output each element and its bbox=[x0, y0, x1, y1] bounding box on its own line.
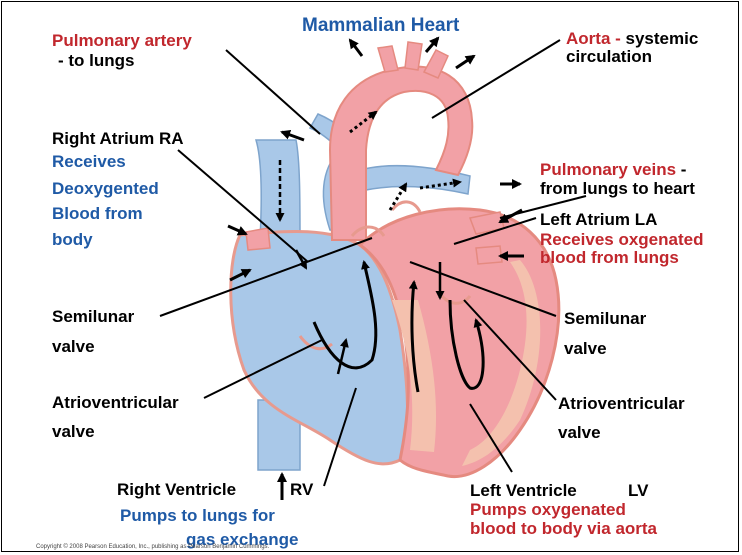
leader-pulmonary-artery bbox=[226, 50, 320, 134]
label-left-atrium: Left Atrium LA bbox=[540, 209, 657, 230]
copyright-text: Copyright © 2008 Pearson Education, Inc.… bbox=[36, 544, 269, 550]
arrow-in-left-upper bbox=[228, 226, 246, 234]
right-pulmonary-vein bbox=[246, 228, 270, 250]
label-atrio-left: Atrioventricular bbox=[52, 392, 179, 413]
label-pv-from: from lungs to heart bbox=[540, 178, 695, 199]
label-valve-right-1: valve bbox=[564, 338, 607, 359]
aortic-semilunar-valve bbox=[392, 202, 420, 212]
arrow-out-aorta-3 bbox=[456, 56, 474, 68]
label-left-ventricle: Left Ventricle bbox=[470, 480, 577, 501]
label-pulmonary-artery: Pulmonary artery bbox=[52, 30, 192, 51]
label-ra-receives: Receives bbox=[52, 151, 126, 172]
aorta-branch-1 bbox=[378, 46, 398, 72]
label-valve-left-2: valve bbox=[52, 421, 95, 442]
diagram-title: Mammalian Heart bbox=[302, 14, 459, 37]
label-rv: RV bbox=[290, 479, 313, 500]
label-pv-dash: - bbox=[681, 160, 687, 179]
label-lv-blood: blood to body via aorta bbox=[470, 518, 657, 539]
superior-vena-cava bbox=[256, 140, 300, 240]
label-semilunar-left: Semilunar bbox=[52, 306, 134, 327]
label-la-blood: blood from lungs bbox=[540, 247, 679, 268]
label-pulmonary-veins: Pulmonary veins bbox=[540, 160, 676, 179]
label-circulation: circulation bbox=[566, 46, 652, 67]
label-semilunar-right: Semilunar bbox=[564, 308, 646, 329]
label-valve-left-1: valve bbox=[52, 336, 95, 357]
pulmonary-vein-lower bbox=[476, 246, 502, 264]
arrow-out-aorta-1 bbox=[350, 40, 362, 56]
label-lv: LV bbox=[628, 480, 648, 501]
label-right-atrium: Right Atrium RA bbox=[52, 128, 184, 149]
label-ra-deoxy: Deoxygented bbox=[52, 178, 159, 199]
label-rv-pumps: Pumps to lungs for bbox=[120, 505, 275, 526]
label-atrio-right: Atrioventricular bbox=[558, 393, 685, 414]
label-ra-blood-from: Blood from bbox=[52, 203, 143, 224]
label-lv-pumps: Pumps oxygenated bbox=[470, 499, 626, 520]
label-pulmonary-veins-line: Pulmonary veins - bbox=[540, 159, 686, 180]
label-to-lungs: - to lungs bbox=[58, 50, 134, 71]
label-right-ventricle: Right Ventricle bbox=[117, 479, 236, 500]
label-ra-body: body bbox=[52, 229, 93, 250]
label-valve-right-2: valve bbox=[558, 422, 601, 443]
arrow-out-pa-left bbox=[282, 132, 304, 140]
